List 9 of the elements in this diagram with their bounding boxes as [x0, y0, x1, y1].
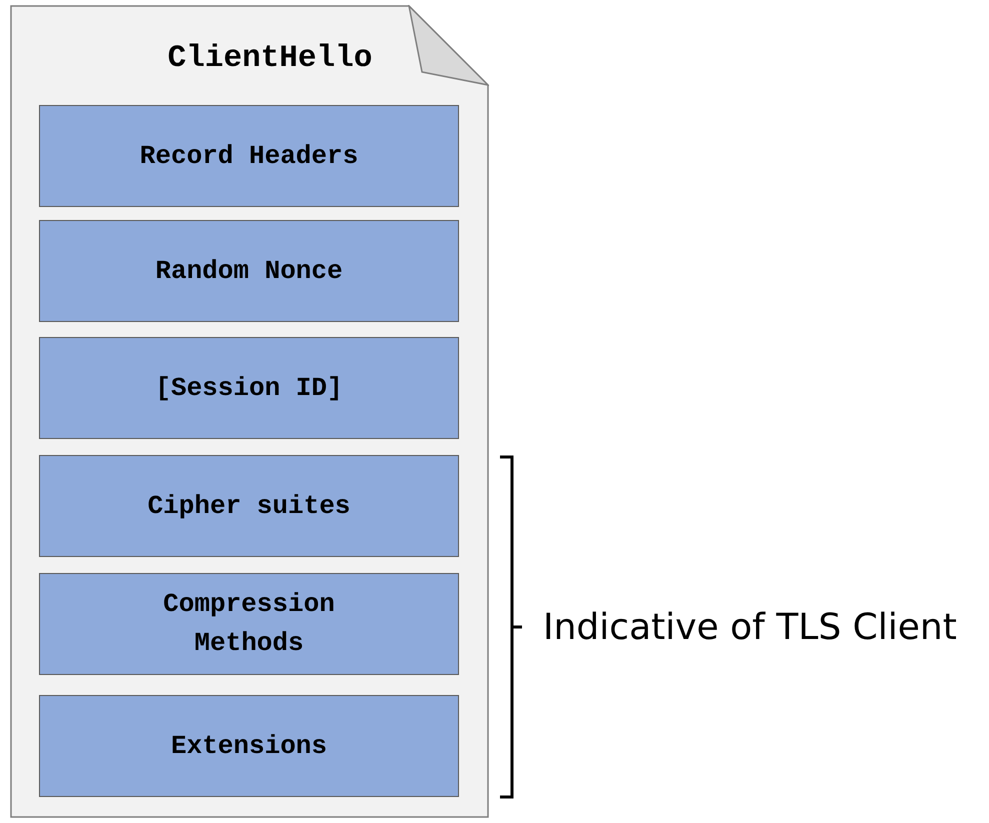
message-field: Record Headers [39, 105, 459, 207]
message-field: Compression Methods [39, 573, 459, 675]
message-field: Random Nonce [39, 220, 459, 322]
message-field: Extensions [39, 695, 459, 797]
document-shape [10, 5, 489, 818]
message-field: [Session ID] [39, 337, 459, 439]
message-field: Cipher suites [39, 455, 459, 557]
annotation-text: Indicative of TLS Client [543, 607, 957, 648]
document-title: ClientHello [166, 41, 374, 76]
